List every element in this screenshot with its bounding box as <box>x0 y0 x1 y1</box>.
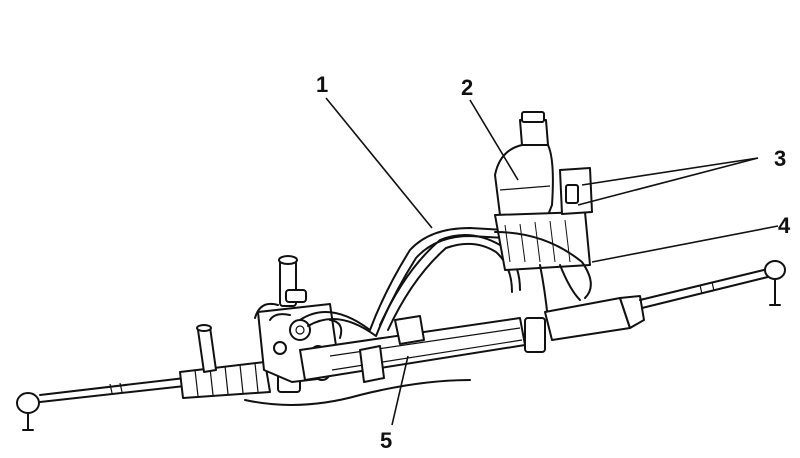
lower-pipe <box>244 379 471 406</box>
callout-3: 3 <box>774 146 786 171</box>
leader-5 <box>391 355 409 426</box>
right-tie-rod <box>639 267 773 309</box>
callout-2: 2 <box>461 75 473 100</box>
right-tie-rod-end <box>764 260 786 306</box>
leader-lines <box>325 97 779 426</box>
left-tie-rod <box>39 377 186 403</box>
callout-4: 4 <box>778 213 791 238</box>
pump-body <box>494 167 593 321</box>
rack-housing <box>299 315 526 383</box>
leader-4 <box>591 225 779 263</box>
leader-2 <box>469 99 519 181</box>
callout-1: 1 <box>316 72 328 97</box>
left-pipe-stub <box>196 324 217 373</box>
leader-1 <box>325 97 433 229</box>
leader-3b <box>577 157 759 206</box>
right-boot <box>524 295 645 353</box>
hose-clamp <box>494 231 592 299</box>
pinion-shaft <box>278 255 307 307</box>
reservoir <box>494 111 554 216</box>
callout-5: 5 <box>380 428 392 453</box>
leader-3a <box>581 157 759 186</box>
left-tie-rod-end <box>16 392 40 431</box>
